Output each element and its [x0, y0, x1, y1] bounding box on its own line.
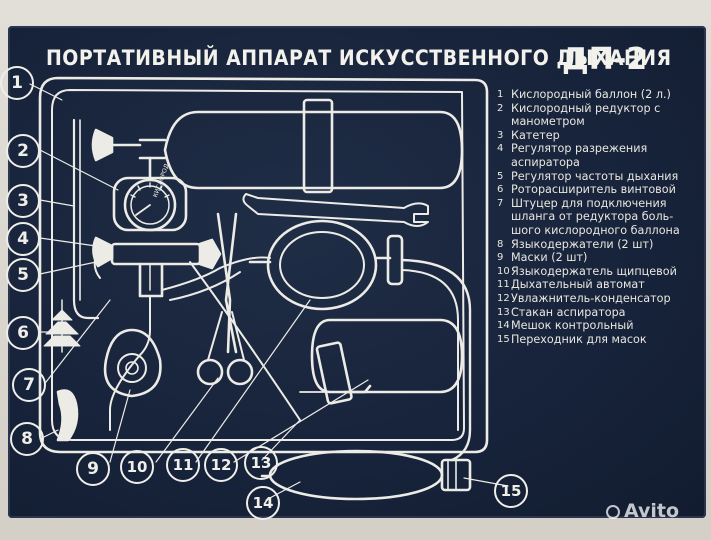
legend-text: манометром: [511, 115, 585, 129]
callout-10: 10: [120, 450, 154, 484]
humidifier-condenser: [310, 318, 464, 394]
legend-item-7-line-2: шланга от редуктора боль-: [497, 210, 707, 224]
legend-item-9: 9 Маски (2 шт): [497, 251, 707, 265]
callout-3: 3: [6, 184, 40, 218]
callout-6: 6: [6, 316, 40, 350]
legend-text: Регулятор разрежения: [511, 142, 648, 156]
legend-number: 8: [497, 238, 504, 250]
legend-number: 1: [497, 89, 504, 100]
legend-text: шого кислородного баллона: [511, 223, 680, 237]
legend-text: Кислородный редуктор с: [511, 101, 661, 115]
avito-logo-icon: [606, 504, 620, 519]
callout-15: 15: [494, 474, 528, 508]
callout-1: 1: [0, 66, 34, 100]
parts-legend: 1 Кислородный баллон (2 л.) 2 Кислородный р…: [497, 88, 707, 346]
case-outline: [38, 76, 489, 454]
legend-text: Стакан аспиратора: [511, 305, 626, 319]
callout-9: 9: [76, 452, 110, 486]
legend-text: шланга от редуктора боль-: [511, 210, 674, 224]
legend-item-2-line-2: манометром: [497, 115, 707, 129]
legend-text: Дыхательный автомат: [511, 278, 645, 292]
legend-number: 11: [497, 279, 510, 291]
legend-text: Мешок контрольный: [511, 319, 634, 333]
callout-11: 11: [166, 448, 200, 482]
leader-lines: [29, 83, 509, 501]
legend-item-6: 6 Роторасширитель винтовой: [497, 183, 707, 197]
legend-number: 6: [497, 184, 504, 196]
valve-handwheel: [91, 128, 114, 162]
oxygen-tubing: [161, 256, 271, 301]
cylinder-neck: [138, 138, 167, 160]
legend-number: 2: [497, 102, 504, 114]
instruction-plate: [8, 26, 706, 518]
callout-8: 8: [10, 422, 44, 456]
control-bag: [268, 449, 444, 501]
callout-7: 7: [12, 368, 46, 402]
legend-number: 15: [497, 333, 510, 345]
legend-item-7: 7 Штуцер для подключения: [497, 197, 707, 211]
breathing-rate-regulator: [93, 254, 101, 279]
wrench: [242, 193, 429, 227]
callout-12: 12: [204, 448, 238, 482]
callout-4: 4: [6, 222, 40, 256]
legend-item-4: 4 Регулятор разрежения: [497, 142, 707, 156]
oxygen-cylinder: [163, 110, 464, 190]
legend-text: Переходник для масок: [511, 332, 647, 346]
legend-number: 5: [497, 170, 504, 182]
callout-2: 2: [6, 134, 40, 168]
plate-title: ПОРТАТИВНЫЙ АППАРАТ ИСКУССТВЕННОГО ДЫХАН…: [46, 46, 672, 70]
legend-text: Увлажнитель-конденсатор: [511, 291, 671, 305]
legend-number: 12: [497, 292, 510, 304]
cylinder-band: [302, 98, 334, 194]
tongue-forceps: [216, 212, 238, 354]
tongue-holder: [56, 389, 79, 442]
legend-text: Штуцер для подключения: [511, 196, 667, 210]
callout-14: 14: [246, 486, 280, 520]
legend-item-5: 5 Регулятор частоты дыхания: [497, 170, 707, 184]
legend-item-7-line-3: шого кислородного баллона: [497, 224, 707, 238]
catheter: [72, 118, 100, 320]
legend-number: 10: [497, 265, 510, 277]
plate-model: ДП-2: [562, 42, 648, 77]
legend-text: Катетер: [511, 128, 560, 142]
legend-text: Роторасширитель винтовой: [511, 183, 676, 197]
callout-5: 5: [6, 258, 40, 292]
legend-text: Языкодержатели (2 шт): [511, 237, 654, 251]
callout-13: 13: [244, 446, 278, 480]
legend-text: Кислородный баллон (2 л.): [511, 88, 671, 101]
legend-text: аспиратора: [511, 155, 580, 169]
legend-text: Языкодержатель щипцевой: [511, 264, 677, 278]
legend-item-4-line-2: аспиратора: [497, 156, 707, 170]
legend-number: 4: [497, 143, 504, 155]
breathing-automat: [266, 219, 378, 311]
legend-item-3: 3 Катетер: [497, 129, 707, 143]
legend-item-8: 8 Языкодержатели (2 шт): [497, 238, 707, 252]
legend-item-1: 1 Кислородный баллон (2 л.): [497, 88, 707, 102]
legend-number: 14: [497, 320, 510, 332]
mask: [103, 328, 162, 398]
legend-number: 3: [497, 129, 504, 141]
avito-watermark: Avito: [606, 500, 679, 522]
legend-item-2: 2 Кислородный редуктор с: [497, 102, 707, 116]
legend-number: 13: [497, 306, 510, 318]
legend-text: Регулятор частоты дыхания: [511, 169, 679, 183]
legend-number: 7: [497, 197, 504, 209]
legend-number: 9: [497, 252, 504, 264]
legend-text: Маски (2 шт): [511, 251, 588, 265]
